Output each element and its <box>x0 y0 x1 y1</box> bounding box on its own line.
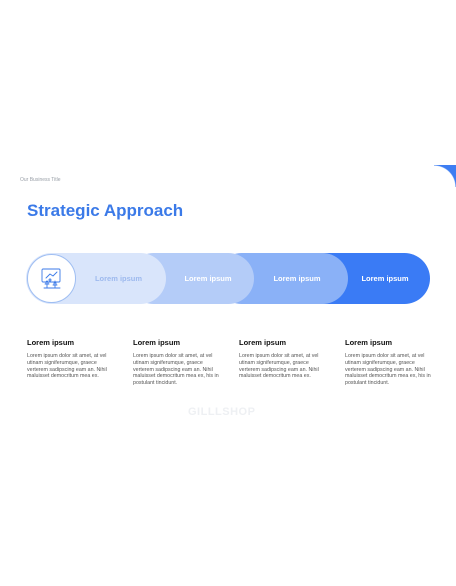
corner-decoration <box>434 165 456 187</box>
column-heading: Lorem ipsum <box>27 338 75 347</box>
column-2: Lorem ipsum Lorem ipsum dolor sit amet, … <box>133 338 223 387</box>
step-label: Lorem ipsum <box>361 274 409 283</box>
strategy-icon-circle <box>27 254 76 303</box>
column-body: Lorem ipsum dolor sit amet, at vel utina… <box>345 353 431 387</box>
column-3: Lorem ipsum Lorem ipsum dolor sit amet, … <box>239 338 329 380</box>
column-body: Lorem ipsum dolor sit amet, at vel utina… <box>239 353 319 380</box>
business-title: Our Business Title <box>20 177 61 183</box>
column-body: Lorem ipsum dolor sit amet, at vel utina… <box>27 353 107 380</box>
strategy-chess-icon <box>41 268 60 288</box>
column-1: Lorem ipsum Lorem ipsum dolor sit amet, … <box>27 338 117 380</box>
watermark: GILLLSHOP <box>188 406 256 418</box>
column-body: Lorem ipsum dolor sit amet, at vel utina… <box>133 353 219 387</box>
step-label: Lorem ipsum <box>94 274 143 283</box>
column-heading: Lorem ipsum <box>345 338 393 347</box>
step-label: Lorem ipsum <box>273 274 321 283</box>
step-label: Lorem ipsum <box>184 274 232 283</box>
page-title: Strategic Approach <box>27 201 184 220</box>
column-heading: Lorem ipsum <box>239 338 287 347</box>
column-4: Lorem ipsum Lorem ipsum dolor sit amet, … <box>345 338 435 387</box>
column-heading: Lorem ipsum <box>133 338 181 347</box>
